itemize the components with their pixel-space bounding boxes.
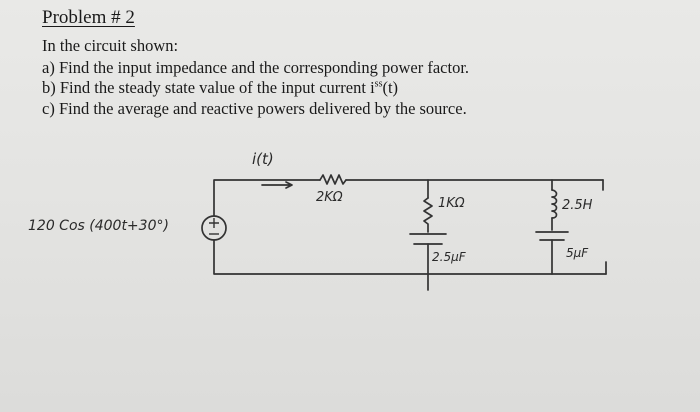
left-wire (213, 239, 607, 275)
problem-title: Problem # 2 (42, 7, 135, 28)
branch1-resistor-label: 1KΩ (438, 196, 465, 211)
source-plus (209, 218, 219, 228)
branch2-capacitor-label: 5μF (566, 246, 589, 260)
current-label: i(t) (252, 150, 274, 168)
right-wire (602, 179, 607, 275)
branch2-inductor-label: 2.5H (562, 198, 593, 213)
branch1-capacitor-label: 2.5μF (432, 250, 466, 264)
part-a: a) Find the input impedance and the corr… (42, 58, 469, 78)
top-wire (213, 179, 321, 217)
current-arrow (261, 181, 293, 189)
part-b-superscript: ss (374, 78, 383, 90)
part-a-label: a) (42, 58, 55, 77)
part-b: b) Find the steady state value of the in… (42, 78, 398, 98)
series-resistor-symbol (319, 174, 347, 185)
part-c-label: c) (42, 99, 55, 118)
part-a-text: Find the input impedance and the corresp… (58, 58, 470, 77)
source-label: 120 Cos (400t+30°) (28, 218, 169, 234)
part-b-suffix: (t) (382, 78, 399, 97)
branch2-inductor-symbol (551, 189, 558, 219)
problem-intro: In the circuit shown: (42, 36, 179, 55)
part-b-label: b) (42, 78, 56, 97)
part-c-text: Find the average and reactive powers del… (58, 99, 467, 118)
series-resistor-label: 2KΩ (316, 190, 343, 205)
branch1-resistor-symbol (423, 197, 433, 233)
part-b-text: Find the steady state value of the input… (59, 78, 375, 97)
part-c: c) Find the average and reactive powers … (42, 99, 467, 119)
